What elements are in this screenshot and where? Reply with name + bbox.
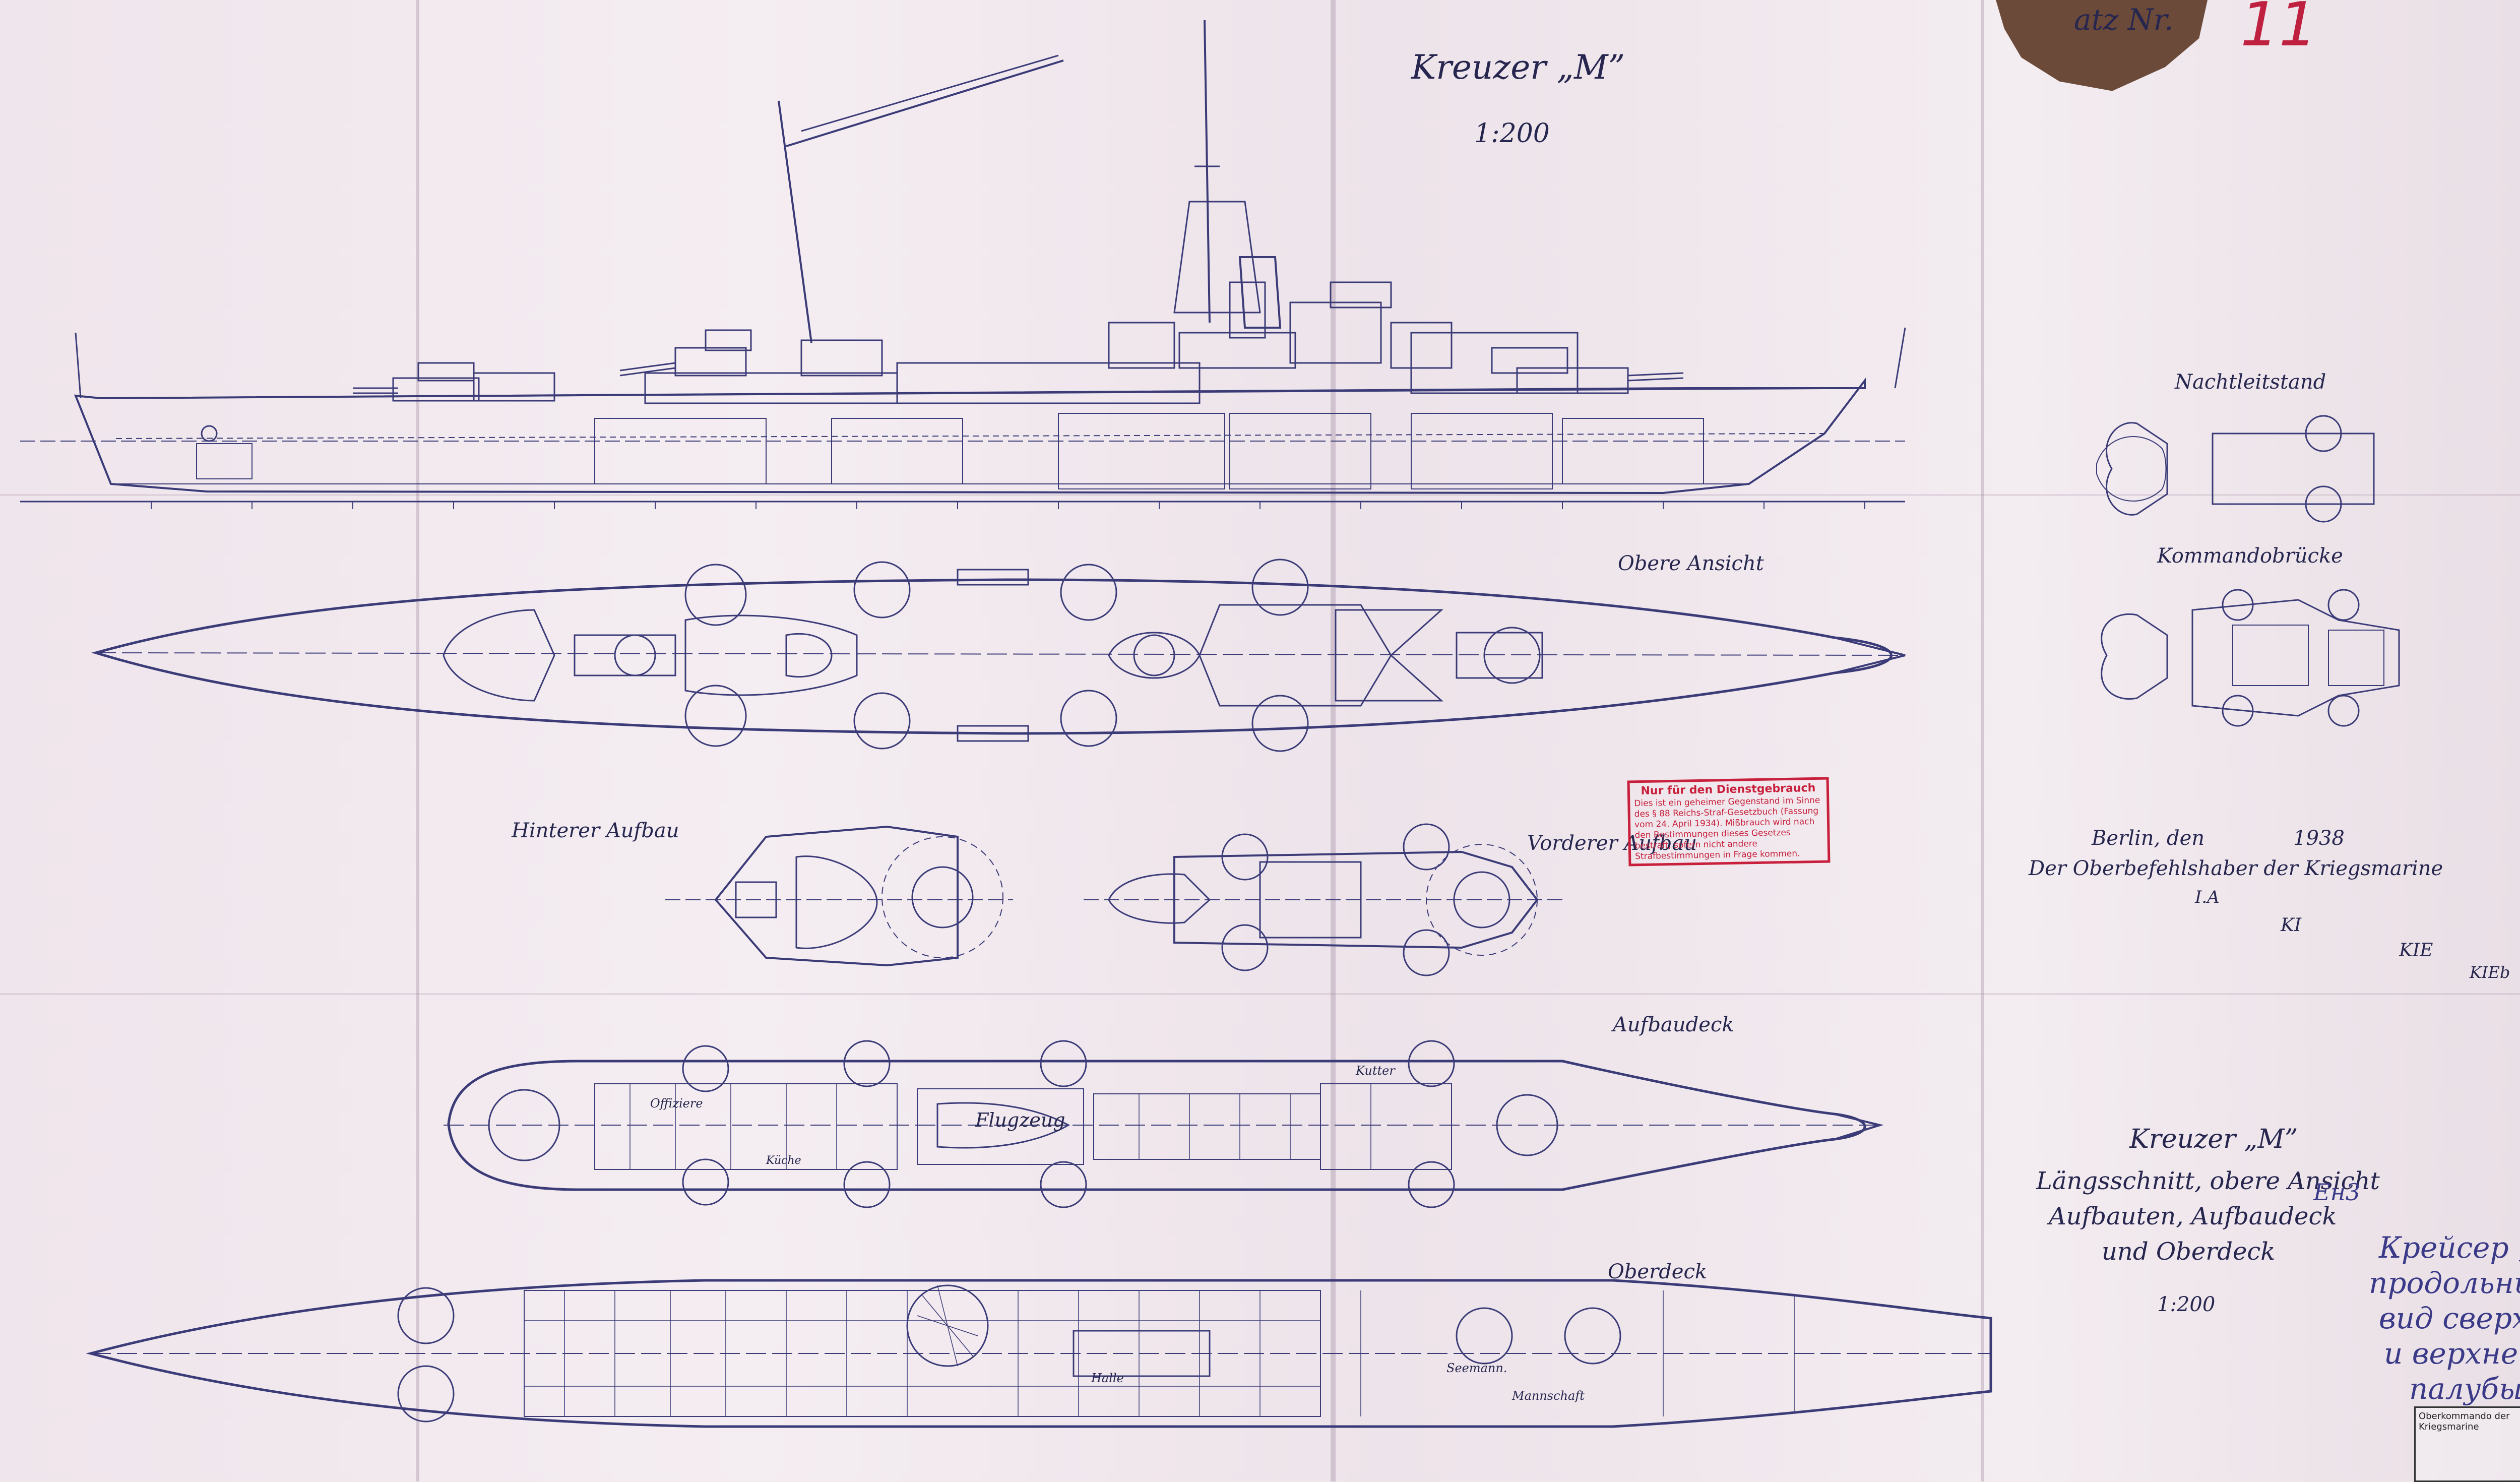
deck-label-seamen: Seemänn. xyxy=(1446,1361,1507,1375)
title-block-scale: 1:200 xyxy=(2157,1293,2216,1316)
deck-label-galley: Küche xyxy=(766,1154,801,1167)
detail-views xyxy=(2096,415,2400,727)
archive-stamp-text: Oberkommando der Kriegsmarine xyxy=(2419,1411,2510,1432)
signature-ki: KI xyxy=(2281,915,2302,936)
deck-label-aircraft: Flugzeug xyxy=(975,1109,1065,1131)
drawing-title: Kreuzer „M” xyxy=(1411,48,1625,87)
title-block-line2: Aufbauten, Aufbaudeck xyxy=(2049,1202,2337,1230)
annotation-line: вид сверху xyxy=(2379,1301,2520,1335)
classified-stamp: Nur für den Dienstgebrauch Dies ist ein … xyxy=(1627,777,1831,867)
annotation-line: продольный xyxy=(2369,1266,2520,1300)
label-upper-view: Obere Ansicht xyxy=(1618,552,1764,575)
label-command-bridge: Kommandobrücke xyxy=(2157,544,2343,568)
annotation-line: Крейсер „M” xyxy=(2379,1230,2520,1265)
fold-line xyxy=(416,0,419,1481)
upper-deck-view xyxy=(86,1279,1992,1428)
deck-label-crew: Mannschaft xyxy=(1512,1389,1585,1403)
approval-ia: I.A xyxy=(2195,887,2220,907)
title-block-name: Kreuzer „M” xyxy=(2129,1124,2298,1154)
title-block-line3: und Oberdeck xyxy=(2102,1238,2276,1266)
classified-stamp-body: Dies ist ein geheimer Gegenstand im Sinn… xyxy=(1634,795,1820,862)
aft-superstructure-view xyxy=(665,825,1013,967)
label-night-station: Nachtleitstand xyxy=(2175,371,2326,394)
approval-place: Berlin, den xyxy=(2092,827,2205,850)
fold-line xyxy=(1981,0,1984,1481)
deck-label-cutter: Kutter xyxy=(1356,1064,1395,1078)
deck-label-hangar: Halle xyxy=(1091,1371,1124,1385)
drawing-scale: 1:200 xyxy=(1474,118,1550,149)
fwd-superstructure-view xyxy=(1084,823,1562,976)
title-block-line1: Längsschnitt, obere Ansicht xyxy=(2036,1167,2380,1195)
sheet-number-label: atz Nr. xyxy=(2074,3,2174,37)
sheet-number-value: 11 xyxy=(2240,0,2317,60)
label-aft-superstructure: Hinterer Aufbau xyxy=(512,819,679,842)
deck-label-officers: Offiziere xyxy=(650,1096,703,1110)
approval-authority: Der Oberbefehlshaber der Kriegsmarine xyxy=(2029,857,2443,880)
label-upper-deck: Oberdeck xyxy=(1608,1260,1708,1283)
superstructure-deck-view xyxy=(444,1040,1884,1208)
label-fwd-superstructure: Vorderer Aufbau xyxy=(1527,832,1697,855)
archive-stamp: Oberkommando der Kriegsmarine xyxy=(2414,1406,2520,1482)
classified-stamp-heading: Nur für den Dienstgebrauch xyxy=(1641,781,1816,798)
annotation-line: и верхней xyxy=(2384,1336,2520,1371)
approval-year: 1938 xyxy=(2293,827,2345,850)
annotation-line: палубы xyxy=(2409,1372,2520,1406)
fold-line xyxy=(0,993,2520,995)
signature-kieb: KIEb xyxy=(2470,963,2510,982)
fold-line xyxy=(1331,0,1336,1481)
signature-kie: KIE xyxy=(2399,940,2433,961)
upper-view xyxy=(91,559,1906,752)
fold-line xyxy=(0,494,2520,496)
profile-view xyxy=(20,20,1906,509)
annotation-code: Ен3 xyxy=(2313,1179,2361,1206)
label-superstructure-deck: Aufbaudeck xyxy=(1613,1013,1734,1036)
